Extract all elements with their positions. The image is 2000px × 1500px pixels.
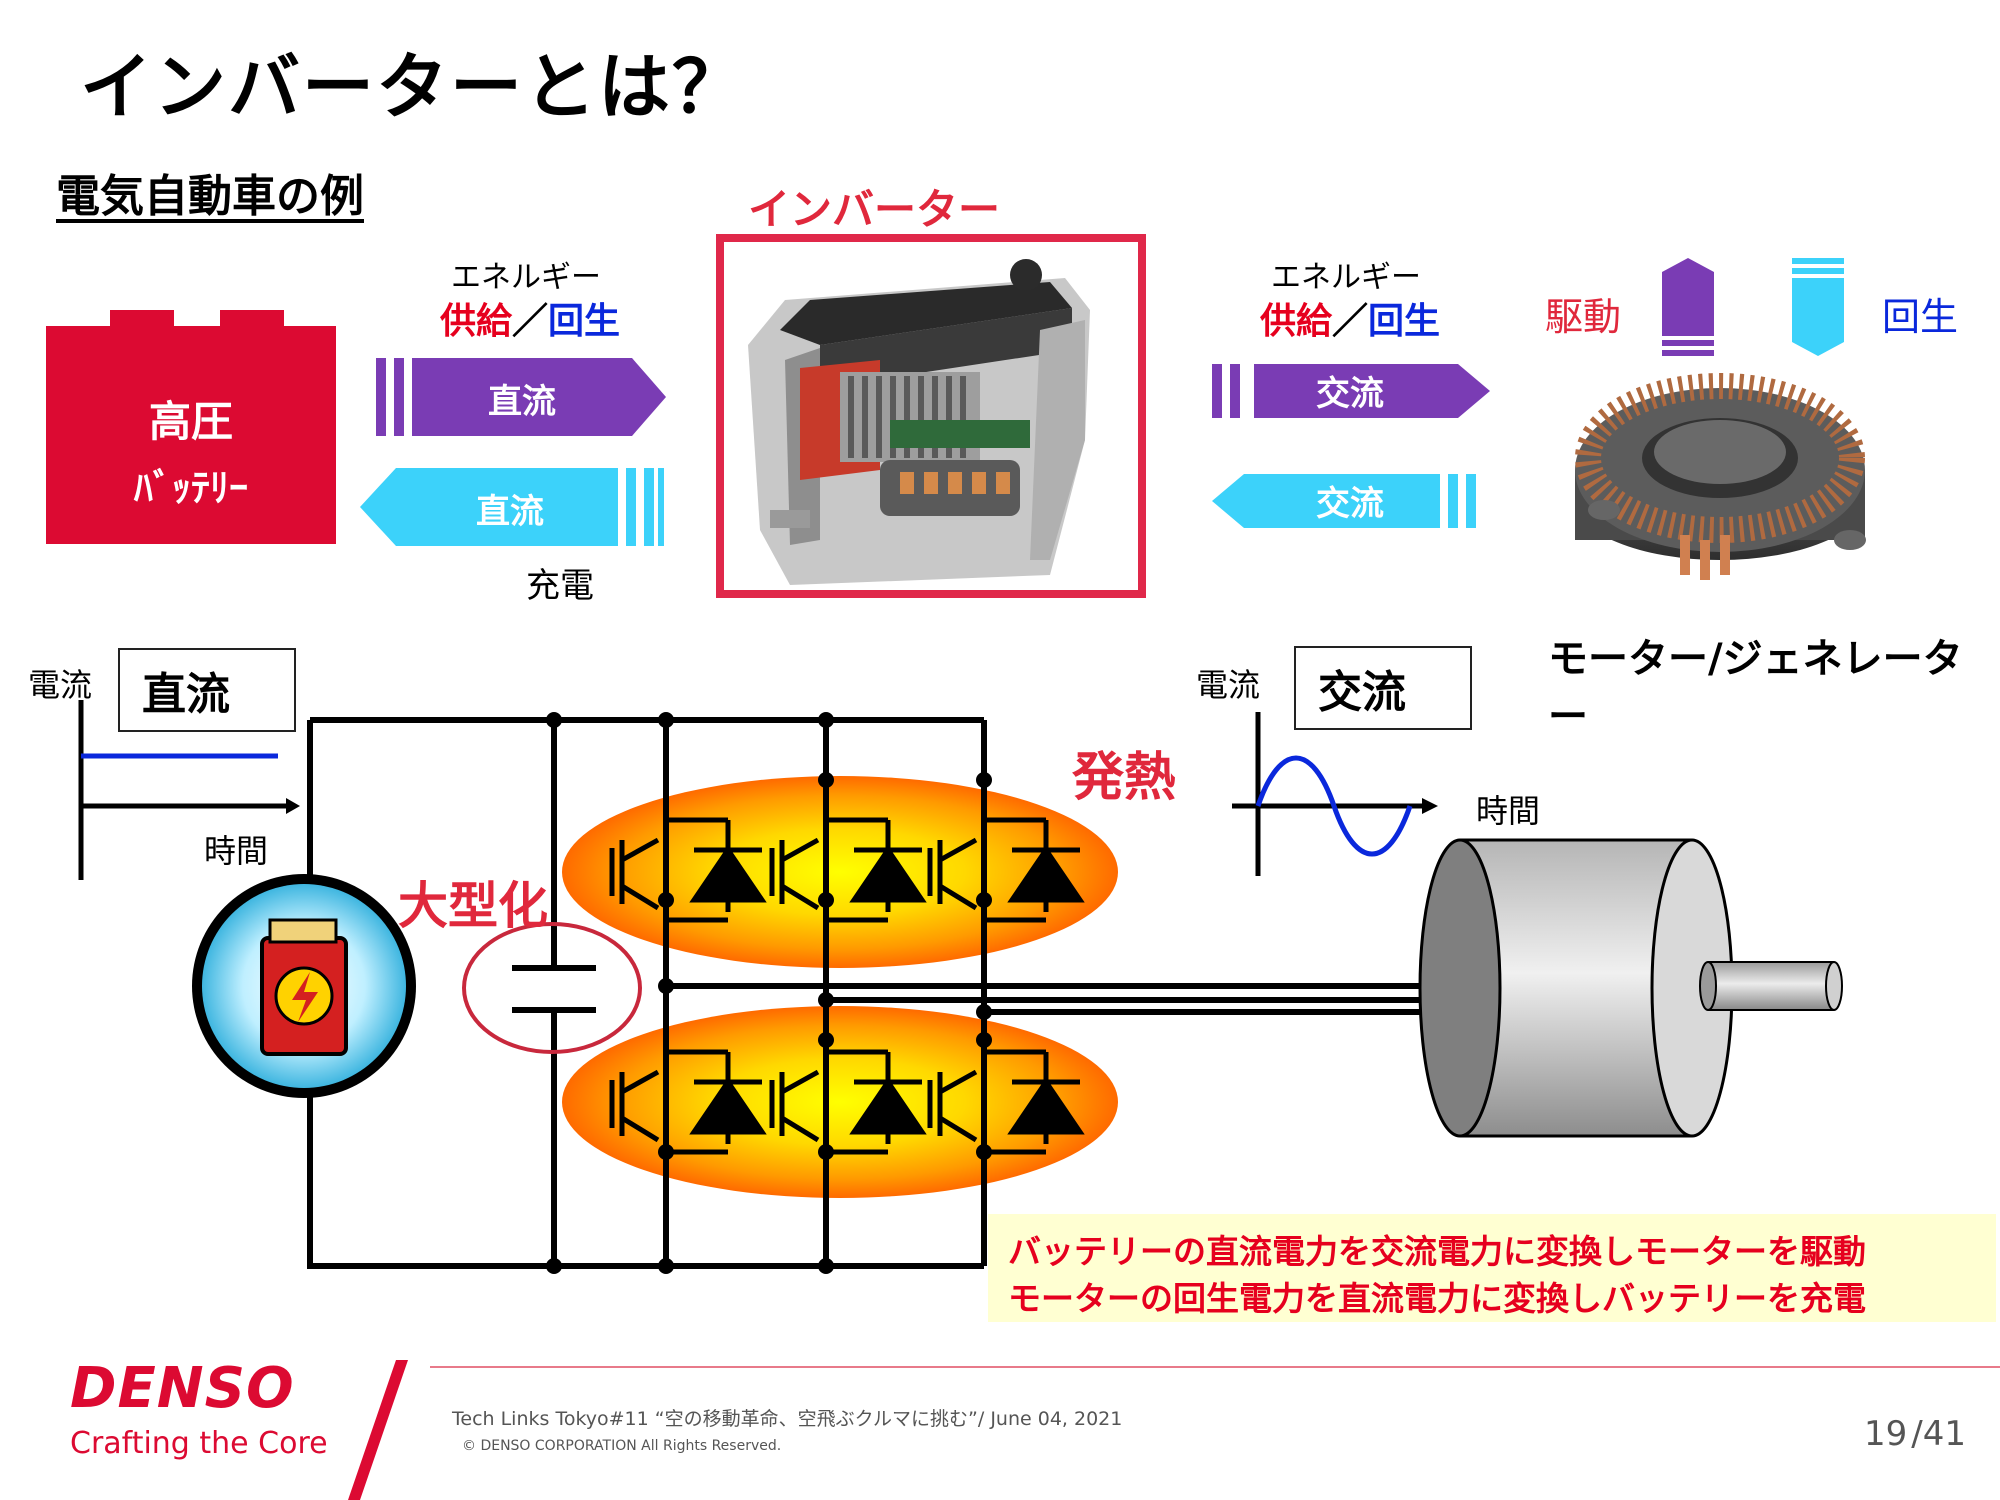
drive-up-arrow — [1662, 258, 1714, 356]
left-energy-label: エネルギー — [451, 260, 601, 295]
right-supply-text: 供給 — [1259, 301, 1332, 342]
battery-terminal-right — [220, 310, 284, 330]
regen-label: 回生 — [1882, 295, 1959, 339]
ac-supply-arrow — [1212, 364, 1490, 418]
battery-label-line1: 高圧 — [148, 397, 233, 446]
capacitor-highlight-ring — [462, 922, 642, 1054]
brand-tagline: Crafting the Core — [70, 1426, 328, 1461]
circuit-nodes — [546, 712, 992, 1274]
dc-charge-arrow-label: 直流 — [476, 492, 544, 532]
high-voltage-battery: 高圧 ﾊﾞｯﾃﾘｰ — [46, 326, 336, 544]
summary-line-1: バッテリーの直流電力を交流電力に変換しモーターを駆動 — [1008, 1232, 1866, 1271]
section-subtitle: 電気自動車の例 — [56, 171, 364, 222]
copyright-notice: © DENSO CORPORATION All Rights Reserved. — [462, 1438, 782, 1454]
left-supply-regen-label: 供給／回生 — [400, 292, 660, 344]
ac-current-graph — [1232, 712, 1438, 876]
dc-supply-arrow-label: 直流 — [488, 382, 556, 422]
motor-generator-label: モーター/ジェネレーター — [1548, 636, 1963, 740]
left-slash: ／ — [511, 301, 548, 342]
dc-current-axis-label: 電流 — [28, 666, 93, 704]
battery-terminal-left — [110, 310, 174, 330]
left-supply-text: 供給 — [439, 301, 512, 342]
battery-label-line2: ﾊﾞｯﾃﾘｰ — [133, 466, 248, 510]
dc-current-graph — [78, 700, 300, 880]
inverter-photo — [748, 259, 1090, 585]
summary-line-2: モーターの回生電力を直流電力に変換しバッテリーを充電 — [1008, 1279, 1866, 1318]
page-number: 19/41 — [1862, 1414, 1968, 1454]
igbt-diode-switches — [609, 817, 1085, 1155]
ac-regen-arrow — [1212, 474, 1476, 528]
inverter-photo-frame — [716, 234, 1146, 598]
ac-time-axis-label: 時間 — [1476, 792, 1541, 830]
dc-supply-arrow — [376, 358, 666, 436]
dc-charge-arrow — [360, 468, 664, 546]
motor-drawing — [1418, 838, 1843, 1138]
dc-kind-box: 直流 — [118, 648, 296, 732]
battery-icon — [192, 874, 416, 1098]
footer-divider — [430, 1366, 2000, 1368]
left-regen-text: 回生 — [548, 301, 621, 342]
event-caption: Tech Links Tokyo#11 “空の移動革命、空飛ぶクルマに挑む”/ … — [452, 1408, 1123, 1430]
ac-regen-arrow-label: 交流 — [1316, 484, 1384, 524]
inverter-label: インバーター — [748, 185, 1001, 234]
denso-logo: DENSO — [70, 1356, 295, 1421]
dc-time-axis-label: 時間 — [204, 832, 269, 870]
page-current: 19 — [1864, 1414, 1908, 1454]
stator-photo — [1575, 373, 1866, 580]
drive-label: 駆動 — [1545, 295, 1622, 339]
right-regen-text: 回生 — [1368, 301, 1441, 342]
ac-supply-arrow-label: 交流 — [1316, 374, 1384, 414]
right-slash: ／ — [1331, 301, 1368, 342]
page-total: /41 — [1911, 1414, 1966, 1454]
heat-generation-label: 発熱 — [1072, 748, 1177, 808]
page-title: インバーターとは？ — [80, 45, 747, 129]
ac-kind-box: 交流 — [1294, 646, 1472, 730]
enlargement-label: 大型化 — [398, 877, 548, 935]
regen-down-arrow — [1792, 258, 1844, 356]
summary-note: バッテリーの直流電力を交流電力に変換しモーターを駆動 モーターの回生電力を直流電… — [988, 1214, 1996, 1322]
charge-label: 充電 — [526, 566, 594, 606]
right-supply-regen-label: 供給／回生 — [1220, 292, 1480, 344]
right-energy-label: エネルギー — [1271, 260, 1421, 295]
ac-current-axis-label: 電流 — [1196, 666, 1261, 704]
footer-slash-mark — [348, 1360, 408, 1500]
